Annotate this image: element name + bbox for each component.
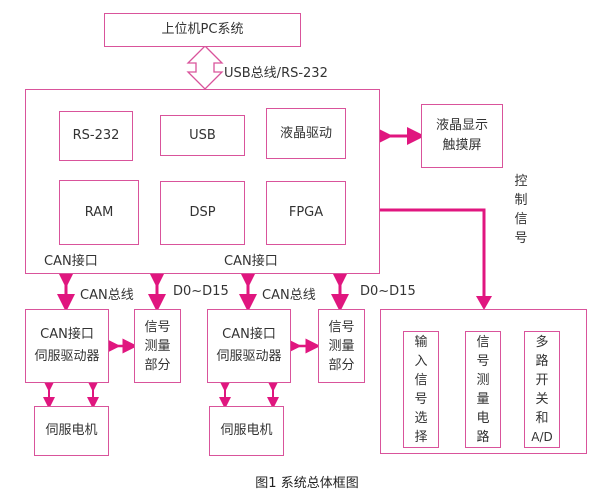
module-label: USB xyxy=(189,127,216,143)
measure-text: 测量 xyxy=(144,338,171,354)
module-label: RS-232 xyxy=(72,128,120,143)
servo-driver-1: CAN接口 伺服驱动器 xyxy=(25,309,109,383)
control-signal-arrowhead xyxy=(476,296,492,310)
module-ram: RAM xyxy=(59,180,139,245)
io-char: 多 xyxy=(535,334,549,350)
servo-driver-2: CAN接口 伺服驱动器 xyxy=(207,309,291,383)
data-bus-1-label: D0~D15 xyxy=(173,284,229,299)
measure-text: 部分 xyxy=(328,357,355,373)
io-input-select: 输 入 信 号 选 择 xyxy=(403,331,439,448)
lcd-touch-box: 液晶显示 触摸屏 xyxy=(421,104,503,168)
servo-motor-1: 伺服电机 xyxy=(34,406,109,456)
can-port-right-label: CAN接口 xyxy=(224,254,278,269)
io-char: 信 xyxy=(414,372,428,388)
io-char: 路 xyxy=(535,353,549,369)
motor-label: 伺服电机 xyxy=(45,423,98,438)
char: 信 xyxy=(514,212,528,227)
host-pc-label: 上位机PC系统 xyxy=(161,22,244,37)
host-pc-box: 上位机PC系统 xyxy=(104,13,301,47)
io-char: A/D xyxy=(531,429,553,444)
module-rs232: RS-232 xyxy=(59,111,133,161)
control-signal-label: 控 制 信 号 xyxy=(513,172,529,248)
lcd-line2: 触摸屏 xyxy=(442,138,482,153)
motor-label: 伺服电机 xyxy=(220,423,273,438)
servo-motor-2: 伺服电机 xyxy=(209,406,284,456)
io-char: 关 xyxy=(535,391,549,407)
io-char: 号 xyxy=(414,391,428,407)
measure-text: 部分 xyxy=(144,357,171,373)
measure-text: 测量 xyxy=(328,338,355,354)
measure-text: 信号 xyxy=(328,319,355,335)
module-label: FPGA xyxy=(288,205,324,220)
io-mux-ad: 多 路 开 关 和 A/D xyxy=(524,331,560,448)
driver-line2: 伺服驱动器 xyxy=(216,349,282,364)
lcd-line1: 液晶显示 xyxy=(435,118,488,133)
figure-caption: 图1 系统总体框图 xyxy=(255,476,359,491)
io-char: 量 xyxy=(476,391,490,407)
usb-link-arrow xyxy=(186,45,224,90)
io-char: 电 xyxy=(476,410,490,426)
can-port-left-label: CAN接口 xyxy=(44,254,98,269)
char: 控 xyxy=(514,174,528,189)
io-char: 择 xyxy=(414,429,428,445)
control-signal-line xyxy=(380,208,486,298)
driver-line2: 伺服驱动器 xyxy=(34,349,100,364)
driver-line1: CAN接口 xyxy=(222,327,276,342)
measure-text: 信号 xyxy=(144,319,171,335)
data-bus-2-label: D0~D15 xyxy=(360,284,416,299)
driver-line1: CAN接口 xyxy=(40,327,94,342)
module-usb: USB xyxy=(160,115,245,156)
usb-link-label: USB总线/RS-232 xyxy=(224,66,328,81)
io-char: 信 xyxy=(476,334,490,350)
module-fpga: FPGA xyxy=(266,181,346,245)
module-dsp: DSP xyxy=(160,181,245,245)
io-char: 开 xyxy=(535,372,549,388)
io-char: 选 xyxy=(414,410,428,426)
module-label: RAM xyxy=(84,204,114,220)
module-label: DSP xyxy=(189,205,216,220)
char: 号 xyxy=(514,231,528,246)
signal-measure-1: 信号 测量 部分 xyxy=(134,309,181,383)
io-char: 入 xyxy=(414,353,428,369)
io-char: 号 xyxy=(476,353,490,369)
can-bus-1-label: CAN总线 xyxy=(80,288,134,303)
signal-measure-2: 信号 测量 部分 xyxy=(318,309,365,383)
io-char: 测 xyxy=(476,372,490,388)
io-char: 路 xyxy=(476,429,490,445)
io-signal-measure: 信 号 测 量 电 路 xyxy=(465,331,501,448)
can-bus-2-label: CAN总线 xyxy=(262,288,316,303)
char: 制 xyxy=(514,193,528,208)
io-char: 和 xyxy=(535,410,549,426)
module-lcd-driver: 液晶驱动 xyxy=(266,108,346,159)
module-label: 液晶驱动 xyxy=(279,125,332,141)
io-char: 输 xyxy=(414,334,428,350)
